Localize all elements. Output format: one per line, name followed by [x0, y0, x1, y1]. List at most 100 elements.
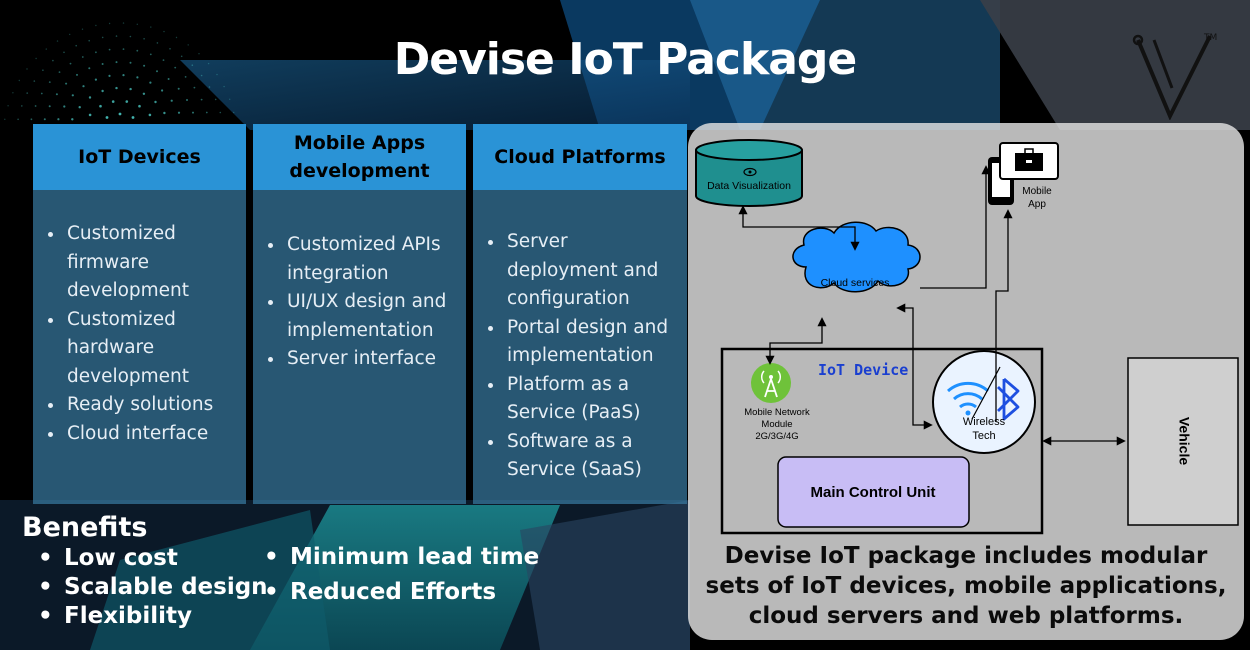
decorative-dot	[69, 62, 72, 65]
mobile-network-label-line1: Mobile Network	[744, 407, 810, 418]
vehicle-box	[1127, 357, 1239, 526]
decorative-dot	[129, 61, 132, 64]
main-control-unit-box	[777, 456, 970, 528]
benefit-item: Flexibility	[38, 602, 268, 631]
column-heading: IoT Devices	[33, 124, 246, 190]
decorative-dot	[55, 93, 58, 96]
bg-shape	[690, 0, 1000, 130]
decorative-dot	[122, 22, 125, 24]
list-item: UI/UX design and implementation	[285, 288, 460, 345]
mobile-app-icon	[988, 142, 1059, 205]
decorative-dot	[142, 92, 146, 96]
list-item: Server interface	[285, 345, 460, 374]
decorative-dot	[229, 98, 231, 101]
bg-shape	[980, 0, 1250, 130]
list-item: Customized APIs integration	[285, 231, 460, 288]
decorative-dot	[75, 44, 77, 47]
decorative-dot	[7, 105, 9, 107]
decorative-dot	[43, 118, 46, 121]
column-heading: Mobile Apps development	[253, 124, 466, 190]
page-title: Devise IoT Package	[393, 34, 858, 85]
decorative-dot	[101, 89, 104, 93]
benefit-item: Low cost	[38, 544, 268, 573]
decorative-dot	[233, 111, 235, 114]
decorative-dot	[26, 68, 28, 70]
decorative-dot	[71, 118, 74, 121]
decorative-dot	[122, 48, 125, 50]
decorative-dot	[136, 49, 139, 52]
decorative-dot	[193, 86, 196, 89]
column-list: Customized firmware development Customiz…	[33, 220, 246, 448]
decorative-dot	[30, 118, 33, 121]
list-item: Customized hardware development	[65, 306, 240, 392]
decorative-dot	[81, 56, 84, 58]
mobile-network-label-line3: 2G/3G/4G	[755, 431, 798, 442]
decorative-dot	[48, 105, 51, 108]
decorative-dot	[65, 82, 68, 85]
decorative-dot	[35, 57, 37, 60]
decorative-dot	[208, 86, 211, 88]
decorative-dot	[143, 38, 145, 40]
decorative-dot	[63, 51, 65, 54]
decorative-dot	[129, 87, 132, 91]
decorative-dot	[163, 111, 166, 115]
decorative-dot	[150, 26, 152, 28]
decorative-dot	[192, 111, 194, 114]
column-list: Server deployment and configuration Port…	[473, 228, 687, 485]
decorative-dot	[95, 24, 97, 27]
bluetooth-icon	[997, 377, 1020, 421]
decorative-dot	[219, 111, 222, 114]
wifi-icon	[947, 381, 989, 416]
list-item: Server deployment and configuration	[505, 228, 681, 314]
decorative-dot	[18, 79, 20, 82]
mobile-app-label-line2: App	[1028, 199, 1046, 210]
decorative-dot	[186, 99, 188, 101]
decorative-dot	[184, 76, 187, 78]
list-item: Cloud interface	[65, 420, 240, 449]
decorative-dot	[138, 104, 141, 108]
decorative-dot	[214, 98, 217, 101]
decorative-dot	[169, 48, 171, 50]
data-visualization-label: Data Visualization	[707, 180, 791, 192]
decorative-dot	[170, 99, 173, 102]
decorative-dot	[163, 30, 165, 33]
decorative-dot	[94, 78, 97, 81]
bg-shape	[520, 500, 690, 650]
decorative-dot	[88, 96, 92, 99]
benefits-list-right: Minimum lead time Reduced Efforts	[264, 540, 539, 610]
list-item: Platform as a Service (PaaS)	[505, 371, 681, 428]
decorative-dot	[48, 81, 51, 83]
decorative-dot	[180, 55, 183, 58]
decorative-dot	[149, 81, 152, 84]
benefit-item: Scalable design	[38, 573, 268, 602]
decorative-dot	[115, 61, 118, 64]
decorative-dot	[108, 48, 111, 51]
decorative-dot	[88, 113, 92, 117]
data-visualization-database: Data Visualization	[695, 139, 803, 207]
decorative-dot	[200, 74, 203, 77]
decorative-dot	[40, 92, 43, 95]
decorative-dot	[17, 118, 19, 121]
decorative-dot	[88, 67, 91, 70]
decorative-dot	[26, 92, 29, 94]
decorative-dot	[71, 94, 74, 97]
decorative-dot	[82, 85, 85, 88]
cloud-services: Cloud services	[792, 221, 921, 293]
column-list: Customized APIs integration UI/UX design…	[253, 231, 466, 374]
decorative-dot	[187, 44, 189, 46]
decorative-dot	[115, 86, 118, 90]
mobile-network-label-line2: Module	[761, 419, 792, 430]
cloud-services-label: Cloud services	[821, 277, 890, 289]
decorative-dot	[205, 111, 208, 114]
decorative-dot	[216, 73, 218, 76]
decorative-dot	[99, 104, 102, 108]
decorative-dot	[177, 111, 181, 114]
iot-device-label: IoT Device	[818, 361, 908, 379]
brand-logo-icon: TM	[1132, 33, 1217, 120]
decorative-dot	[52, 59, 54, 62]
decorative-dot	[95, 51, 97, 54]
antenna-icon	[751, 363, 791, 403]
decorative-dot	[162, 59, 165, 61]
benefit-item: Reduced Efforts	[264, 575, 539, 610]
decorative-dot	[108, 22, 111, 25]
